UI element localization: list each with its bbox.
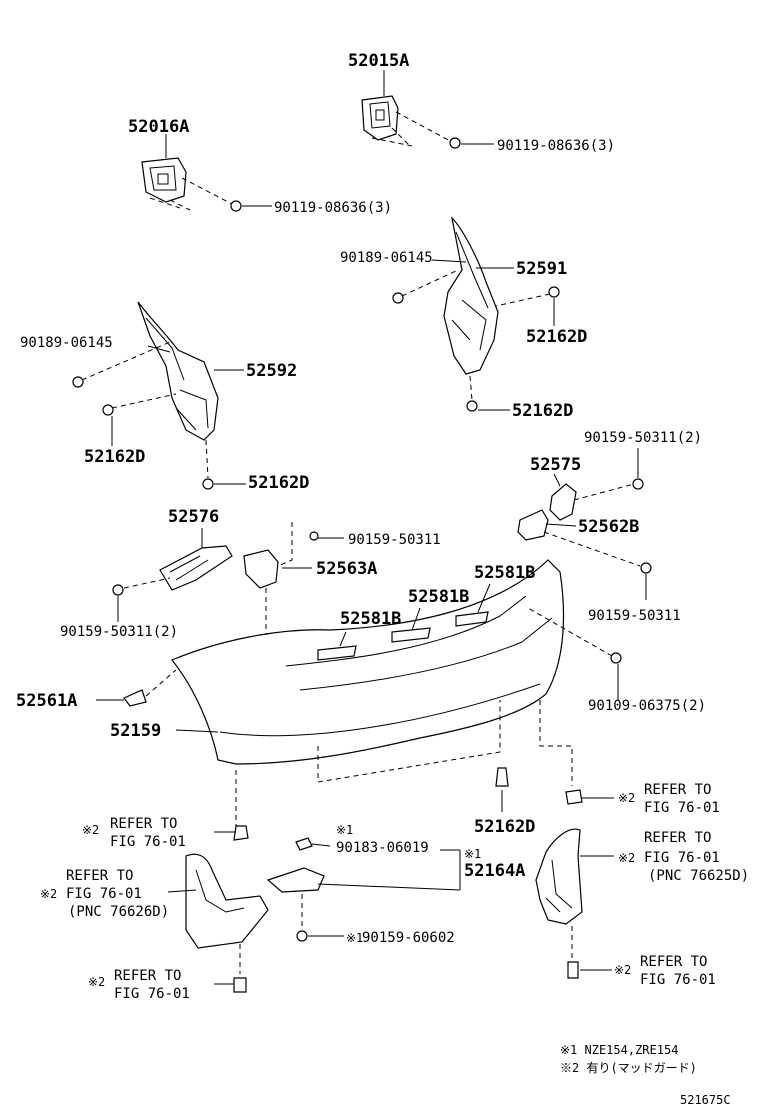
mark2-r3: ※2 [614,963,631,977]
label-52561a: 52561A [16,691,77,711]
label-52581b-2: 52581B [408,587,469,607]
bracket-52576-52563a [112,522,344,640]
label-52581b-3: 52581B [474,563,535,583]
refer-l2: REFER TO [66,868,133,884]
label-bolt-90159-50311-2-left: 90159-50311(2) [60,624,178,640]
bracket-52015a [361,70,494,149]
label-screw-90189-06145-l: 90189-06145 [20,335,113,351]
refer-r2: REFER TO [644,830,711,846]
bracket-52016a [141,134,272,212]
flag1-a: ※1 [336,823,353,837]
mark2-r1: ※2 [618,791,635,805]
label-52591: 52591 [516,259,567,279]
bumper-cover-52159 [96,559,622,830]
mudguard-right [535,789,614,979]
label-52016a: 52016A [128,117,189,137]
label-52592: 52592 [246,361,297,381]
mark2-l2: ※2 [40,887,57,901]
fig-l2: FIG 76-01 [66,886,142,902]
mudguard-left [167,825,269,993]
footnote-2: ※2 有り(マッドガード) [560,1061,697,1075]
pnc-left: (PNC 76626D) [68,904,169,920]
bracket-52575-52562b [517,448,652,600]
refer-l3: REFER TO [114,968,181,984]
fig-r1: FIG 76-01 [644,800,720,816]
retainer-52591 [392,216,560,412]
label-52015a: 52015A [348,51,409,71]
label-clip-52162d-bottom: 52162D [474,817,535,837]
footnote-1: ※1 NZE154,ZRE154 [560,1043,678,1057]
label-52575: 52575 [530,455,581,475]
label-52581b-1: 52581B [340,609,401,629]
label-clip-52162d-l1: 52162D [84,447,145,467]
refer-l1: REFER TO [110,816,177,832]
flag1-c: ※1 [346,931,363,945]
label-52563a: 52563A [316,559,377,579]
label-52164a: 52164A [464,861,525,881]
label-clip-52162d-r1: 52162D [526,327,587,347]
mark2-r2: ※2 [618,851,635,865]
label-52159: 52159 [110,721,161,741]
label-bolt-90159-50311-2-top: 90159-50311(2) [584,430,702,446]
fig-l1: FIG 76-01 [110,834,186,850]
label-52576: 52576 [168,507,219,527]
label-nut-90183-06019: 90183-06019 [336,840,429,856]
mark2-l1: ※2 [82,823,99,837]
pnc-right: (PNC 76625D) [648,868,749,884]
mark2-l3: ※2 [88,975,105,989]
label-bolt-90159-60602: 90159-60602 [362,930,455,946]
retainer-52592 [72,301,246,490]
label-clip-52162d-r2: 52162D [512,401,573,421]
label-clip-52162d-l2: 52162D [248,473,309,493]
label-bolt-90159-50311-mid: 90159-50311 [348,532,441,548]
label-52562b: 52562B [578,517,639,537]
refer-r1: REFER TO [644,782,711,798]
refer-r3: REFER TO [640,954,707,970]
flag1-b: ※1 [464,847,481,861]
label-bolt-90119-08636-a: 90119-08636(3) [497,138,615,154]
fig-l3: FIG 76-01 [114,986,190,1002]
fig-r2: FIG 76-01 [644,850,720,866]
label-bolt-90119-08636-b: 90119-08636(3) [274,200,392,216]
label-screw-90189-06145-r: 90189-06145 [340,250,433,266]
label-bolt-90109-06375: 90109-06375(2) [588,698,706,714]
undercover-52164a [266,767,509,942]
diagram-id: 521675C [680,1093,731,1107]
label-bolt-90159-50311-right: 90159-50311 [588,608,681,624]
fig-r3: FIG 76-01 [640,972,716,988]
